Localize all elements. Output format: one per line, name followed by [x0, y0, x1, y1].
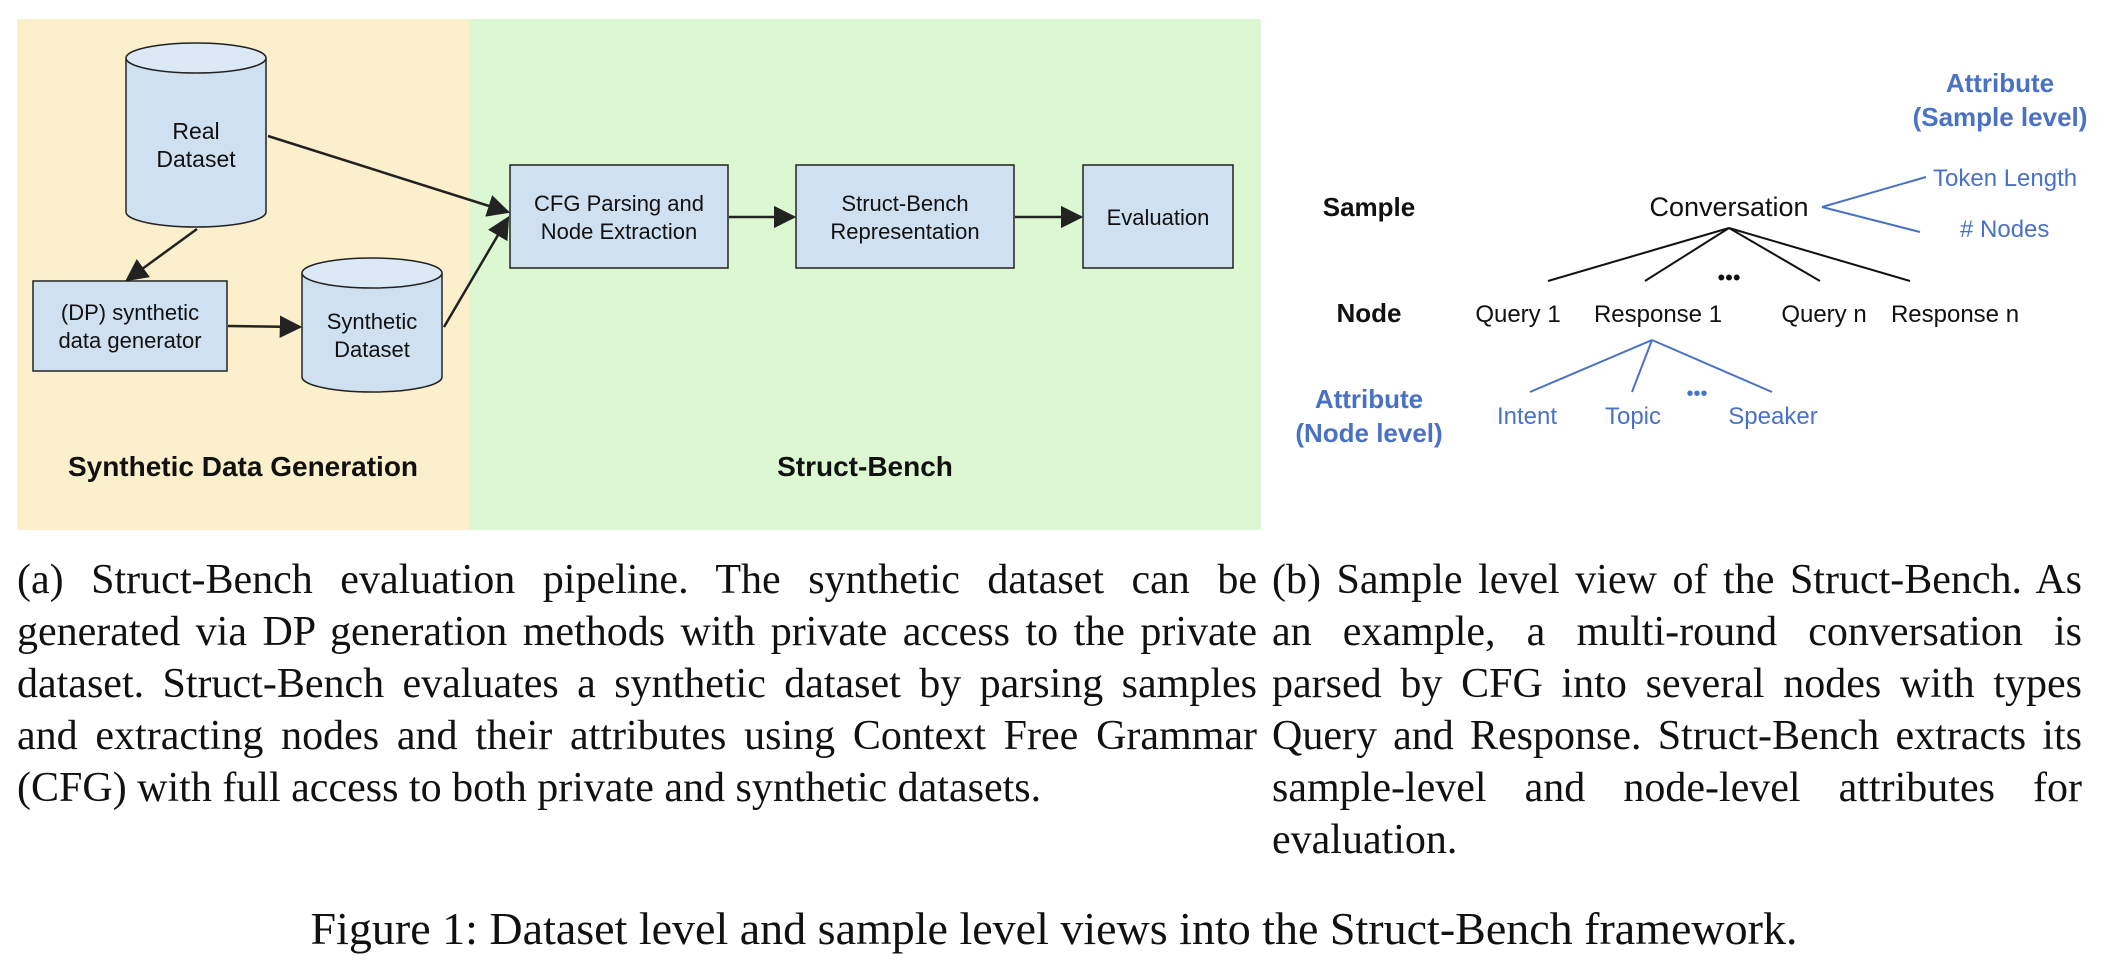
figure-diagram: Real Dataset (DP) synthetic data generat…: [17, 19, 2088, 530]
sample-attribute-token-length: Token Length: [1933, 165, 2077, 192]
bench-panel: [469, 19, 1261, 530]
generation-region-label: Synthetic Data Generation: [68, 451, 418, 482]
node-response-n: Response n: [1891, 301, 2019, 328]
edge-root-responsen: [1728, 227, 1911, 282]
sample-row-label: Sample: [1323, 192, 1416, 222]
evaluation-box: Evaluation: [1082, 164, 1234, 269]
arrow-synthetic-to-cfg: [442, 216, 510, 328]
node-attribute-title-1: Attribute: [1315, 384, 1423, 414]
synthetic-dataset-label-2: Dataset: [334, 337, 410, 362]
real-dataset-label-2: Dataset: [156, 146, 236, 172]
representation-label-1: Struct-Bench: [841, 191, 968, 216]
caption-b: (b) Sample level view of the Struct-Benc…: [1272, 557, 2082, 863]
link-root-nodes: [1821, 206, 1921, 233]
node-attribute-speaker: Speaker: [1728, 403, 1817, 430]
representation-box: Struct-Bench Representation: [795, 164, 1015, 269]
generator-label-1: (DP) synthetic: [61, 300, 199, 325]
node-row-label: Node: [1337, 298, 1402, 328]
node-response-1: Response 1: [1594, 301, 1722, 328]
generator-box: (DP) synthetic data generator: [32, 280, 228, 372]
caption-a: (a) Struct-Bench evaluation pipeline. Th…: [17, 557, 1257, 811]
arrow-real-to-cfg: [267, 134, 511, 217]
sample-attribute-title-2: (Sample level): [1913, 102, 2088, 132]
evaluation-label: Evaluation: [1107, 205, 1210, 230]
cfg-label-2: Node Extraction: [541, 219, 698, 244]
node-attribute-intent: Intent: [1497, 403, 1557, 430]
real-dataset-label-1: Real: [172, 118, 219, 144]
node-query-1: Query 1: [1475, 301, 1560, 328]
cfg-parsing-box: CFG Parsing and Node Extraction: [509, 164, 729, 269]
generator-label-2: data generator: [58, 328, 201, 353]
representation-label-2: Representation: [830, 219, 979, 244]
sample-attribute-nodes: # Nodes: [1960, 216, 2049, 243]
sample-attribute-title-1: Attribute: [1946, 68, 2054, 98]
arrow-real-to-generator: [125, 227, 198, 282]
nodes-ellipsis: •••: [1717, 265, 1740, 290]
edge-root-query1: [1547, 227, 1730, 282]
link-root-token-length: [1821, 176, 1927, 208]
node-query-n: Query n: [1781, 301, 1866, 328]
bench-region-label: Struct-Bench: [777, 451, 953, 482]
node-attribute-title-2: (Node level): [1295, 418, 1442, 448]
node-attribute-topic: Topic: [1605, 403, 1661, 430]
cfg-label-1: CFG Parsing and: [534, 191, 704, 216]
edge-root-response1: [1644, 227, 1730, 282]
link-response1-intent: [1529, 339, 1653, 393]
arrow-generator-to-synthetic: [227, 315, 303, 338]
node-attribute-ellipsis: •••: [1686, 383, 1707, 405]
tree-root-conversation: Conversation: [1649, 192, 1808, 222]
real-dataset-cylinder: Real Dataset: [125, 42, 267, 228]
synthetic-dataset-cylinder: Synthetic Dataset: [301, 257, 443, 393]
link-response1-speaker: [1651, 339, 1773, 393]
synthetic-dataset-label-1: Synthetic: [327, 309, 418, 334]
link-response1-topic: [1631, 339, 1653, 393]
figure-caption: Figure 1: Dataset level and sample level…: [310, 903, 1798, 954]
edge-root-queryn: [1728, 227, 1821, 282]
